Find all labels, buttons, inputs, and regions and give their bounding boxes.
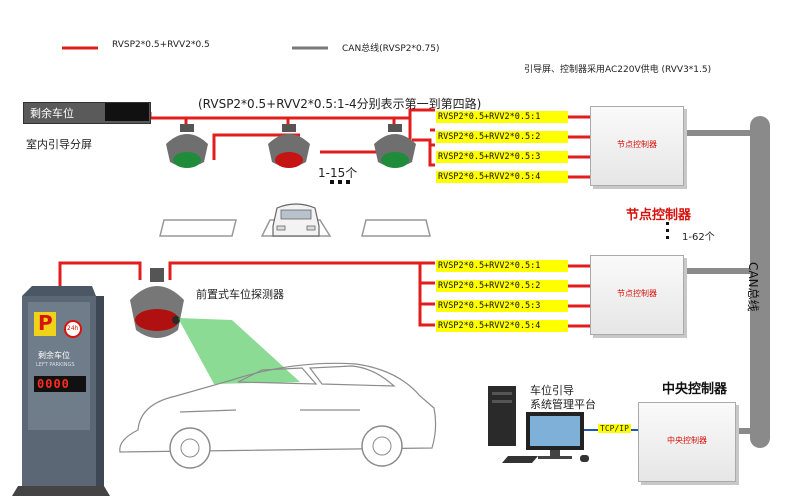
platform-label-line2: 系统管理平台 — [530, 398, 596, 411]
wire-label-top-4: RVSP2*0.5+RVV2*0.5:4 — [436, 171, 568, 183]
front-detector-label: 前置式车位探测器 — [196, 288, 284, 301]
can-link-node1 — [676, 130, 751, 136]
outdoor-sign — [12, 286, 110, 496]
sign-digits: 0000 — [37, 377, 70, 391]
can-link-central — [736, 428, 751, 434]
wire-label-top-1: RVSP2*0.5+RVV2*0.5:1 — [436, 111, 568, 123]
ceiling-detector-1 — [166, 124, 208, 168]
ceiling-detector-3 — [374, 124, 416, 168]
wire-label-top-3: RVSP2*0.5+RVV2*0.5:3 — [436, 151, 568, 163]
wire-label-lower-2: RVSP2*0.5+RVV2*0.5:2 — [436, 280, 568, 292]
car-wheel-front — [169, 427, 211, 469]
ellipsis-dots — [330, 180, 669, 239]
can-bus-bar — [750, 116, 770, 448]
central-controller: 中央控制器 — [638, 402, 736, 482]
sign-text: 剩余车位 — [38, 351, 70, 360]
car-wheel-rear — [361, 425, 403, 467]
platform-label-line1: 车位引导 — [530, 384, 574, 397]
node-controller-1: 节点控制器 — [590, 106, 684, 186]
legend-gray-label: CAN总线(RVSP2*0.75) — [342, 44, 440, 54]
node-controller-2: 节点控制器 — [590, 255, 684, 335]
legend-red-label: RVSP2*0.5+RVV2*0.5 — [112, 40, 210, 50]
central-controller-label: 中央控制器 — [667, 436, 707, 445]
wire-label-lower-3: RVSP2*0.5+RVV2*0.5:3 — [436, 300, 568, 312]
node-controller-1-label: 节点控制器 — [617, 140, 657, 149]
indoor-screen-label: 室内引导分屏 — [26, 138, 92, 151]
sign-24h-badge: 24h — [67, 325, 79, 332]
car-sketch — [119, 362, 437, 453]
ceiling-detector-2 — [268, 124, 310, 168]
front-detector — [130, 268, 184, 338]
lower-wiring — [58, 261, 590, 328]
detection-beam — [178, 318, 300, 384]
wire-label-top-2: RVSP2*0.5+RVV2*0.5:2 — [436, 131, 568, 143]
can-link-node2 — [676, 268, 751, 274]
node-section-label: 节点控制器 — [626, 208, 692, 223]
power-note: 引导屏、控制器采用AC220V供电 (RVV3*1.5) — [524, 65, 712, 75]
sign-subtext: LEFT PARKINGS — [36, 362, 75, 368]
wire-label-lower-4: RVSP2*0.5+RVV2*0.5:4 — [436, 320, 568, 332]
computer-icon — [488, 386, 589, 463]
can-bus-label: CAN总线 — [746, 262, 760, 312]
detector-count: 1-15个 — [318, 166, 358, 180]
wire-label-lower-1: RVSP2*0.5+RVV2*0.5:1 — [436, 260, 568, 272]
route-note: (RVSP2*0.5+RVV2*0.5:1-4分别表示第一到第四路) — [198, 97, 482, 111]
sign-p-letter: P — [38, 311, 53, 335]
central-section-label: 中央控制器 — [662, 382, 728, 397]
front-car-icon — [272, 203, 320, 237]
node-controller-2-label: 节点控制器 — [617, 289, 657, 298]
node-count: 1-62个 — [682, 232, 715, 243]
indoor-screen-text: 剩余车位 — [30, 107, 74, 120]
indoor-screen-display — [105, 103, 149, 121]
tcpip-label: TCP/IP — [598, 424, 631, 433]
